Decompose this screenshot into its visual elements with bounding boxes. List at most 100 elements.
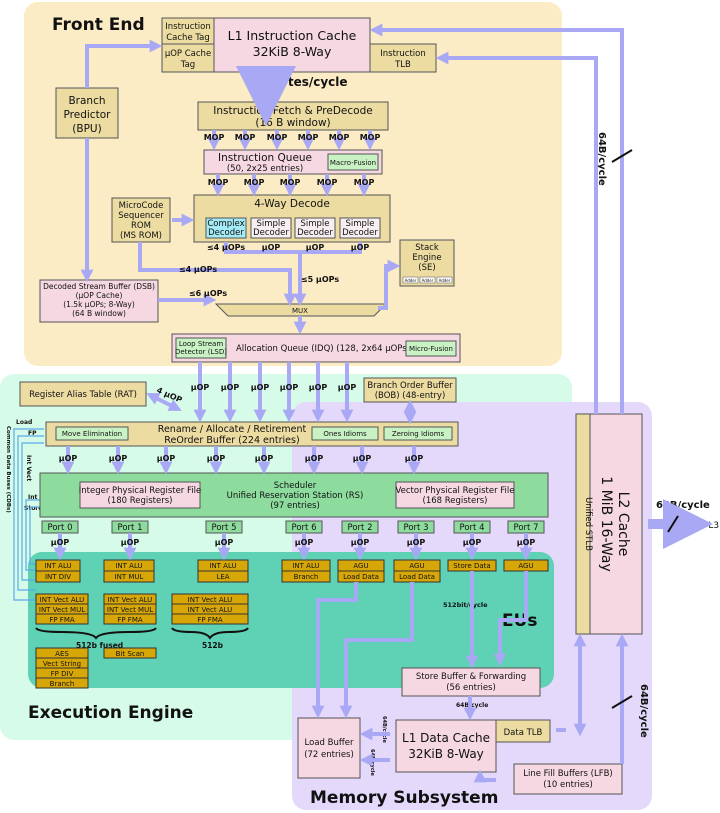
instruction-tlb: Instruction TLB <box>369 43 437 73</box>
svg-text:µOP: µOP <box>215 538 234 547</box>
svg-text:Scheduler: Scheduler <box>274 481 317 491</box>
execution-engine-title: Execution Engine <box>28 703 193 723</box>
svg-text:Zeroing Idioms: Zeroing Idioms <box>392 430 445 438</box>
svg-text:µOP: µOP <box>306 243 325 252</box>
svg-text:Simple: Simple <box>300 219 329 229</box>
mop-labels: MOP MOP MOP MOP MOP MOP MOP MOP MOP MOP … <box>204 133 381 187</box>
svg-text:µOP: µOP <box>295 538 314 547</box>
svg-text:32KiB 8-Way: 32KiB 8-Way <box>253 44 332 59</box>
l1d-load-bandwidth-2: 64B/cycle <box>369 749 375 776</box>
ones-idioms <box>311 426 379 441</box>
svg-text:LEA: LEA <box>216 573 229 581</box>
register-alias-table: Register Alias Table (RAT) <box>19 381 147 407</box>
svg-text:(BOB) (48-entry): (BOB) (48-entry) <box>375 391 446 401</box>
instruction-fetch-predecode: Instruction Fetch & PreDecode (16 B wind… <box>197 101 389 131</box>
memory-subsystem-title: Memory Subsystem <box>310 788 498 808</box>
svg-text:MOP: MOP <box>235 133 256 142</box>
port-4: Port 4 <box>453 520 491 534</box>
svg-text:MUX: MUX <box>292 307 308 315</box>
svg-text:µOP: µOP <box>191 383 210 392</box>
svg-text:µOP: µOP <box>353 454 372 463</box>
svg-text:32KiB 8-Way: 32KiB 8-Way <box>408 747 484 761</box>
rename-allocate-retirement: Rename / Allocate / Retirement ReOrder B… <box>45 421 459 447</box>
svg-text:INT ALU: INT ALU <box>115 562 142 570</box>
svg-text:MOP: MOP <box>329 133 350 142</box>
svg-text:Decoded Stream Buffer (DSB): Decoded Stream Buffer (DSB) <box>43 282 155 291</box>
bus-int-label: Int <box>28 494 38 501</box>
svg-text:INT Vect ALU: INT Vect ALU <box>188 596 233 604</box>
svg-text:(56 entries): (56 entries) <box>446 683 496 693</box>
svg-text:µOP: µOP <box>351 243 370 252</box>
svg-text:MOP: MOP <box>360 133 381 142</box>
svg-text:Port 0: Port 0 <box>48 523 73 533</box>
svg-text:Decoder: Decoder <box>253 228 289 238</box>
port-5: Port 5 <box>205 520 243 534</box>
data-tlb: Data TLB <box>495 719 551 743</box>
svg-text:Line Fill Buffers (LFB): Line Fill Buffers (LFB) <box>523 769 613 779</box>
svg-text:Decoder: Decoder <box>208 228 244 238</box>
svg-text:µOP: µOP <box>251 383 270 392</box>
svg-text:Adder: Adder <box>439 278 451 283</box>
svg-text:Detector (LSD): Detector (LSD) <box>175 348 227 356</box>
store-buffer: Store Buffer & Forwarding (56 entries) <box>401 667 541 697</box>
svg-text:(16 B window): (16 B window) <box>255 117 330 129</box>
v512-brace <box>171 627 249 640</box>
svg-text:AGU: AGU <box>409 562 424 570</box>
svg-text:(64 B window): (64 B window) <box>72 309 126 318</box>
svg-text:µOP: µOP <box>109 454 128 463</box>
svg-text:µOP Cache: µOP Cache <box>165 49 211 59</box>
port7-agu-unit: AGU <box>503 559 549 572</box>
svg-text:ReOrder Buffer (224 entries): ReOrder Buffer (224 entries) <box>164 435 299 446</box>
svg-text:Port 6: Port 6 <box>292 523 317 533</box>
bus-fp-label: FP <box>28 430 37 437</box>
svg-text:AGU: AGU <box>518 562 533 570</box>
port5-int-units: INT ALU LEA <box>197 559 249 583</box>
svg-text:Store Data: Store Data <box>453 562 490 570</box>
svg-text:INT Vect MUL: INT Vect MUL <box>39 606 85 614</box>
micro-fusion <box>405 340 457 357</box>
svg-text:Port 5: Port 5 <box>212 523 237 533</box>
svg-text:Rename / Allocate / Retirement: Rename / Allocate / Retirement <box>158 424 307 435</box>
svg-text:µOP: µOP <box>280 383 299 392</box>
svg-text:µOP: µOP <box>463 538 482 547</box>
svg-text:Ones Idioms: Ones Idioms <box>323 430 367 438</box>
port-3: Port 3 <box>397 520 435 534</box>
svg-text:(MS ROM): (MS ROM) <box>120 231 162 241</box>
svg-text:FP FMA: FP FMA <box>49 616 75 624</box>
svg-text:(1.5k µOPs; 8-Way): (1.5k µOPs; 8-Way) <box>63 300 135 309</box>
svg-text:Instruction: Instruction <box>380 49 426 59</box>
port0-misc-units: AES Vect String FP DIV Branch <box>35 647 89 689</box>
allocation-queue-idq: Allocation Queue (IDQ) (128, 2x64 µOPs) … <box>171 333 461 363</box>
svg-text:Unified STLB: Unified STLB <box>583 497 593 551</box>
svg-text:≤4 µOPs: ≤4 µOPs <box>207 243 245 252</box>
svg-text:FP DIV: FP DIV <box>51 670 74 678</box>
svg-text:µOP: µOP <box>517 538 536 547</box>
l3-bandwidth-label: 64B/cycle <box>656 500 710 511</box>
move-elimination <box>55 426 129 441</box>
fetch-arrows <box>53 23 713 783</box>
svg-text:MOP: MOP <box>317 178 338 187</box>
svg-text:Simple: Simple <box>256 219 285 229</box>
svg-text:µOP: µOP <box>59 454 78 463</box>
svg-text:L1 Instruction Cache: L1 Instruction Cache <box>228 28 357 43</box>
svg-text:µOP: µOP <box>121 538 140 547</box>
svg-text:Stack: Stack <box>415 243 439 253</box>
svg-text:Decoder: Decoder <box>342 228 378 238</box>
scheduler: Scheduler Unified Reservation Station (R… <box>39 472 549 518</box>
port2-agu-units: AGU Load Data <box>337 559 385 583</box>
l1-data-cache: L1 Data Cache 32KiB 8-Way <box>395 719 497 773</box>
svg-text:INT Vect ALU: INT Vect ALU <box>108 596 153 604</box>
port0-vector-units: INT Vect ALU INT Vect MUL FP FMA <box>35 593 89 625</box>
svg-text:INT Vect ALU: INT Vect ALU <box>188 606 233 614</box>
svg-text:Branch: Branch <box>294 573 319 581</box>
svg-text:Cache Tag: Cache Tag <box>166 33 210 43</box>
svg-text:µOP: µOP <box>338 383 357 392</box>
l2-l1d-bandwidth-label: 64B/cycle <box>638 684 649 738</box>
decoded-stream-buffer: Decoded Stream Buffer (DSB) (µOP Cache) … <box>39 279 159 323</box>
svg-text:(µOP Cache): (µOP Cache) <box>76 291 123 300</box>
svg-text:Vect String: Vect String <box>43 660 81 668</box>
svg-text:(SE): (SE) <box>418 263 435 273</box>
port-6: Port 6 <box>285 520 323 534</box>
cdb-label: Common Data Buses (CDBs) <box>5 426 11 513</box>
